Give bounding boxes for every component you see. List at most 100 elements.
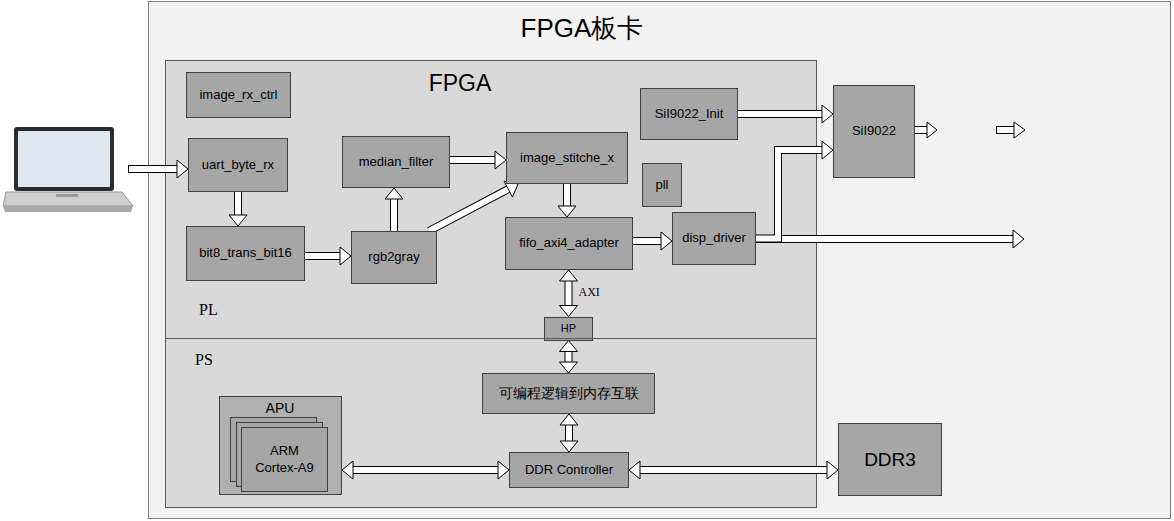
arrow-fill <box>566 352 572 363</box>
box-label: rgb2gray <box>368 249 419 265</box>
block-arrow <box>738 105 833 123</box>
arrow-head <box>560 341 578 352</box>
box-label: SiI9022 <box>852 123 896 139</box>
box-label: fifo_axi4_adapter <box>519 235 619 251</box>
arrow-outline <box>565 425 573 441</box>
arrow-outline <box>563 184 571 206</box>
fpga-region: image_rx_ctrlSiI9022_Init uart_byte_rx med… <box>165 60 817 508</box>
arrow-head <box>229 215 247 226</box>
arrow-head <box>827 461 838 479</box>
module-box: fifo_axi4_adapter <box>505 217 633 270</box>
chip-box: SiI9022 <box>833 85 915 178</box>
arrow-head <box>340 247 351 265</box>
box-label: bit8_trans_bit16 <box>199 245 292 261</box>
arrow-head <box>498 461 509 479</box>
block-arrow <box>633 232 672 250</box>
box-label: pll <box>655 177 668 193</box>
block-arrow <box>629 461 838 479</box>
arrow-outline <box>756 150 822 238</box>
controller-box: DDR Controller <box>509 452 629 488</box>
block-arrow <box>756 141 833 238</box>
apu-box: ARM Cortex-A9 APU <box>219 396 342 495</box>
block-arrow <box>560 341 578 374</box>
block-arrow <box>229 192 247 226</box>
region-title: PS <box>195 351 213 368</box>
arrow-fill <box>566 281 572 306</box>
box-label: image_rx_ctrl <box>199 87 277 103</box>
arrow-outline <box>234 192 242 215</box>
arrow-fill <box>429 189 508 231</box>
module-box: image_rx_ctrl <box>186 72 291 118</box>
port-box: HP <box>544 317 593 341</box>
arrow-head <box>560 414 578 425</box>
module-box: pll <box>642 163 682 207</box>
edge-layer <box>229 105 838 479</box>
arrow-fill <box>756 150 822 238</box>
block-arrow <box>305 247 351 265</box>
container-shapes <box>149 2 1171 519</box>
box-label: DDR3 <box>864 448 916 472</box>
arrow-outline <box>429 189 508 231</box>
arrow-fill <box>353 467 498 473</box>
arrow-head <box>822 105 833 123</box>
region-title: FPGA板卡 <box>521 13 644 43</box>
edge-label: AXI <box>579 285 600 299</box>
box-label: 可编程逻辑到内存互联 <box>499 385 639 403</box>
box-label: disp_driver <box>682 230 746 246</box>
arrow-head <box>558 206 576 217</box>
block-arrow <box>450 151 506 169</box>
arrow-fill <box>738 111 822 117</box>
arrow-outline <box>565 352 573 363</box>
module-box: median_filter <box>342 136 450 188</box>
block-arrow <box>560 414 578 452</box>
arrow-head <box>560 270 578 281</box>
laptop-to-uart-arrow <box>128 160 188 178</box>
box-label: DDR Controller <box>525 462 613 478</box>
laptop-illustration <box>3 127 133 212</box>
module-box: disp_driver <box>672 212 756 265</box>
arrow-fill <box>640 467 827 473</box>
box-label: median_filter <box>359 154 433 170</box>
arrow-head <box>661 232 672 250</box>
arrow-fill <box>391 199 397 231</box>
interconnect-box: 可编程逻辑到内存互联 <box>482 373 655 414</box>
arrow-head <box>560 306 578 317</box>
arrow-fill <box>633 238 661 244</box>
box-label: HP <box>561 322 576 336</box>
arrow-outline <box>450 156 495 164</box>
box-label: uart_byte_rx <box>202 157 274 173</box>
arrow-fill <box>564 184 570 206</box>
arrow-outline <box>353 466 498 474</box>
display-to-lcd-arrow <box>756 230 1024 248</box>
arrow-fill <box>450 157 495 163</box>
arrow-fill <box>305 253 340 259</box>
block-arrow <box>560 270 578 317</box>
board-frame: image_rx_ctrlSiI9022_Init uart_byte_rx med… <box>148 1 1171 519</box>
fpga-region-outline <box>166 61 817 508</box>
arrow-head <box>560 441 578 452</box>
region-title: FPGA <box>429 70 492 96</box>
arrow-head <box>560 362 578 373</box>
module-box: SiI9022_Init <box>640 88 738 140</box>
region-title: APU <box>266 400 295 416</box>
module-box: image_stitche_x <box>506 132 628 184</box>
box-label: SiI9022_Init <box>655 106 724 122</box>
module-box: rgb2gray <box>351 231 437 284</box>
arrow-outline <box>305 252 340 260</box>
box-label: ARM Cortex-A9 <box>250 443 320 476</box>
box-label: image_stitche_x <box>520 150 614 166</box>
connector-to-monitor-arrow <box>996 122 1025 138</box>
arrow-outline <box>738 110 822 118</box>
block-arrow <box>342 461 509 479</box>
block-arrow <box>385 188 403 231</box>
arrow-outline <box>565 281 573 306</box>
memory-box: DDR3 <box>838 423 942 496</box>
arrow-head <box>822 141 833 159</box>
module-box: bit8_trans_bit16 <box>186 226 305 281</box>
arrow-outline <box>390 199 398 231</box>
ps-band: 可编程逻辑到内存互联 ARM Cortex-A9 APU DDR Controller… <box>165 338 817 508</box>
arrow-head <box>495 151 506 169</box>
block-arrow <box>558 184 576 217</box>
cpu-box: ARM Cortex-A9 <box>241 427 328 492</box>
